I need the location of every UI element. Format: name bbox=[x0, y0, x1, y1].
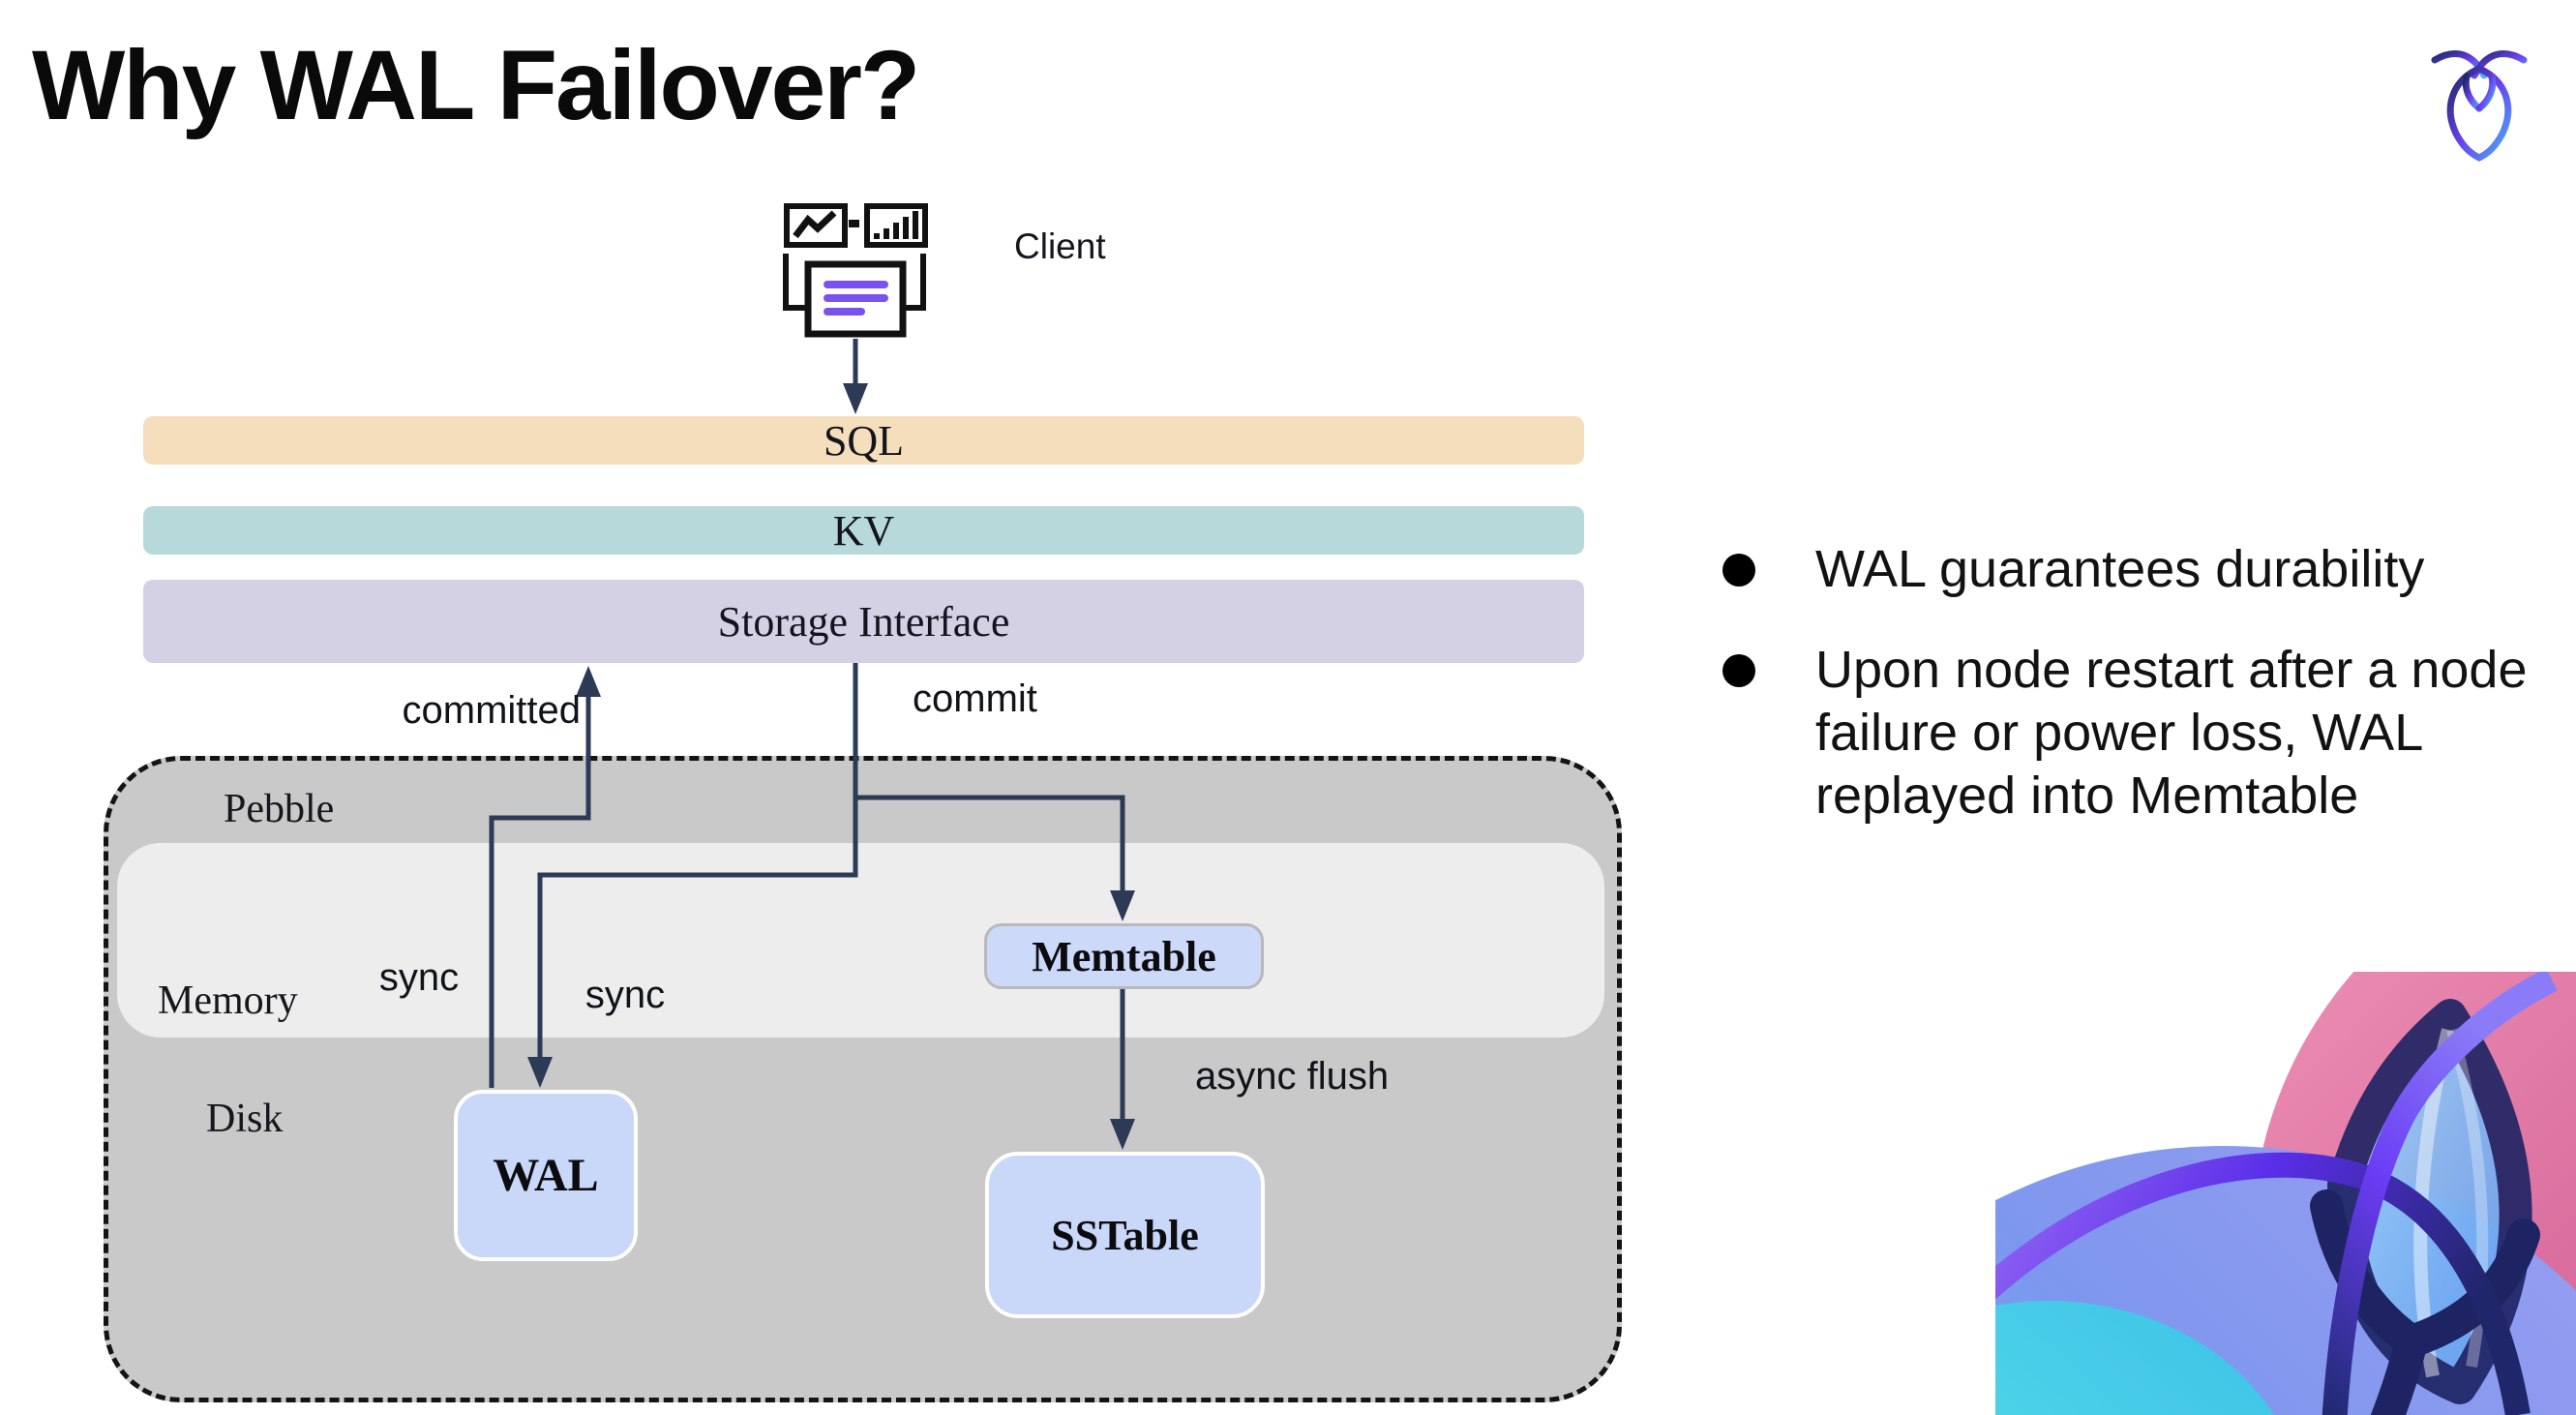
memory-region bbox=[117, 843, 1604, 1038]
memory-label: Memory bbox=[158, 978, 298, 1023]
bracket-right bbox=[906, 254, 926, 311]
sql-layer-bar: SQL bbox=[143, 416, 1584, 465]
brand-artwork bbox=[1995, 972, 2576, 1415]
disk-label: Disk bbox=[206, 1097, 284, 1141]
storage-interface-label: Storage Interface bbox=[717, 597, 1010, 646]
bullet-marker bbox=[1722, 554, 1755, 587]
bullet-list: WAL guarantees durability Upon node rest… bbox=[1722, 538, 2574, 865]
cockroachdb-logo-icon bbox=[2431, 49, 2528, 162]
bullet-text: WAL guarantees durability bbox=[1815, 540, 2425, 598]
client-label: Client bbox=[1014, 226, 1106, 266]
sync-left-edge-label: sync bbox=[378, 956, 460, 999]
wal-node: WAL bbox=[454, 1090, 638, 1261]
client-to-sql-arrow bbox=[843, 339, 868, 414]
commit-edge-label: commit bbox=[913, 677, 1037, 720]
sstable-node-label: SSTable bbox=[1051, 1211, 1199, 1259]
list-item: WAL guarantees durability bbox=[1722, 538, 2574, 601]
memtable-node-label: Memtable bbox=[1032, 932, 1216, 980]
kv-layer-label: KV bbox=[832, 506, 895, 555]
bullet-text: Upon node restart after a node failure o… bbox=[1815, 641, 2528, 825]
committed-edge-label: committed bbox=[402, 689, 582, 732]
bracket-left bbox=[783, 254, 805, 311]
storage-interface-bar: Storage Interface bbox=[143, 580, 1584, 663]
wal-node-label: WAL bbox=[493, 1150, 599, 1201]
pebble-label: Pebble bbox=[224, 787, 335, 831]
line-chart-icon bbox=[784, 203, 848, 248]
sync-right-edge-label: sync bbox=[584, 974, 666, 1016]
client-device-icon bbox=[783, 203, 928, 338]
async-flush-edge-label: async flush bbox=[1195, 1055, 1390, 1098]
sql-layer-label: SQL bbox=[823, 416, 905, 465]
sstable-node: SSTable bbox=[985, 1152, 1265, 1318]
kv-layer-bar: KV bbox=[143, 506, 1584, 555]
list-item: Upon node restart after a node failure o… bbox=[1722, 639, 2574, 828]
memtable-node: Memtable bbox=[984, 923, 1264, 989]
page-title: Why WAL Failover? bbox=[32, 30, 920, 140]
bullet-marker bbox=[1722, 654, 1755, 687]
